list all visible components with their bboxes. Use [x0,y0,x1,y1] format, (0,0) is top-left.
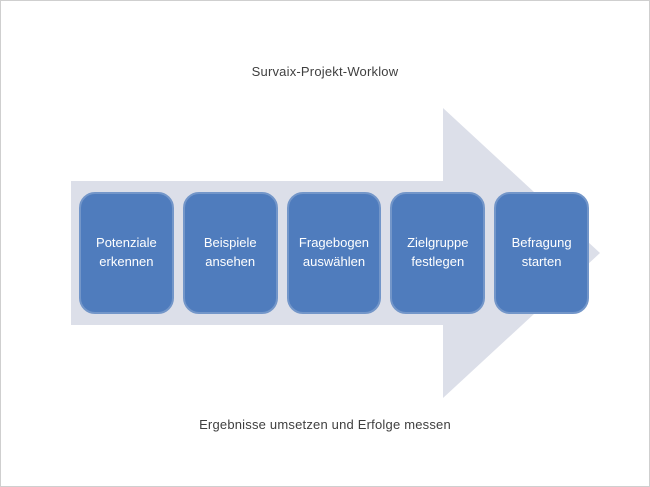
step-beispiele-ansehen: Beispiele ansehen [182,192,278,314]
step-zielgruppe-festlegen: Zielgruppe festlegen [390,192,486,314]
diagram-footer-text: Ergebnisse umsetzen und Erfolge messen [199,417,451,432]
step-fragebogen-auswaehlen: Fragebogen auswählen [286,192,382,314]
workflow-steps: Potenziale erkennen Beispiele ansehen Fr… [79,192,589,314]
step-befragung-starten: Befragung starten [494,192,589,314]
diagram-title: Survaix-Projekt-Worklow [251,64,399,79]
step-potenziale-erkennen: Potenziale erkennen [79,192,174,314]
